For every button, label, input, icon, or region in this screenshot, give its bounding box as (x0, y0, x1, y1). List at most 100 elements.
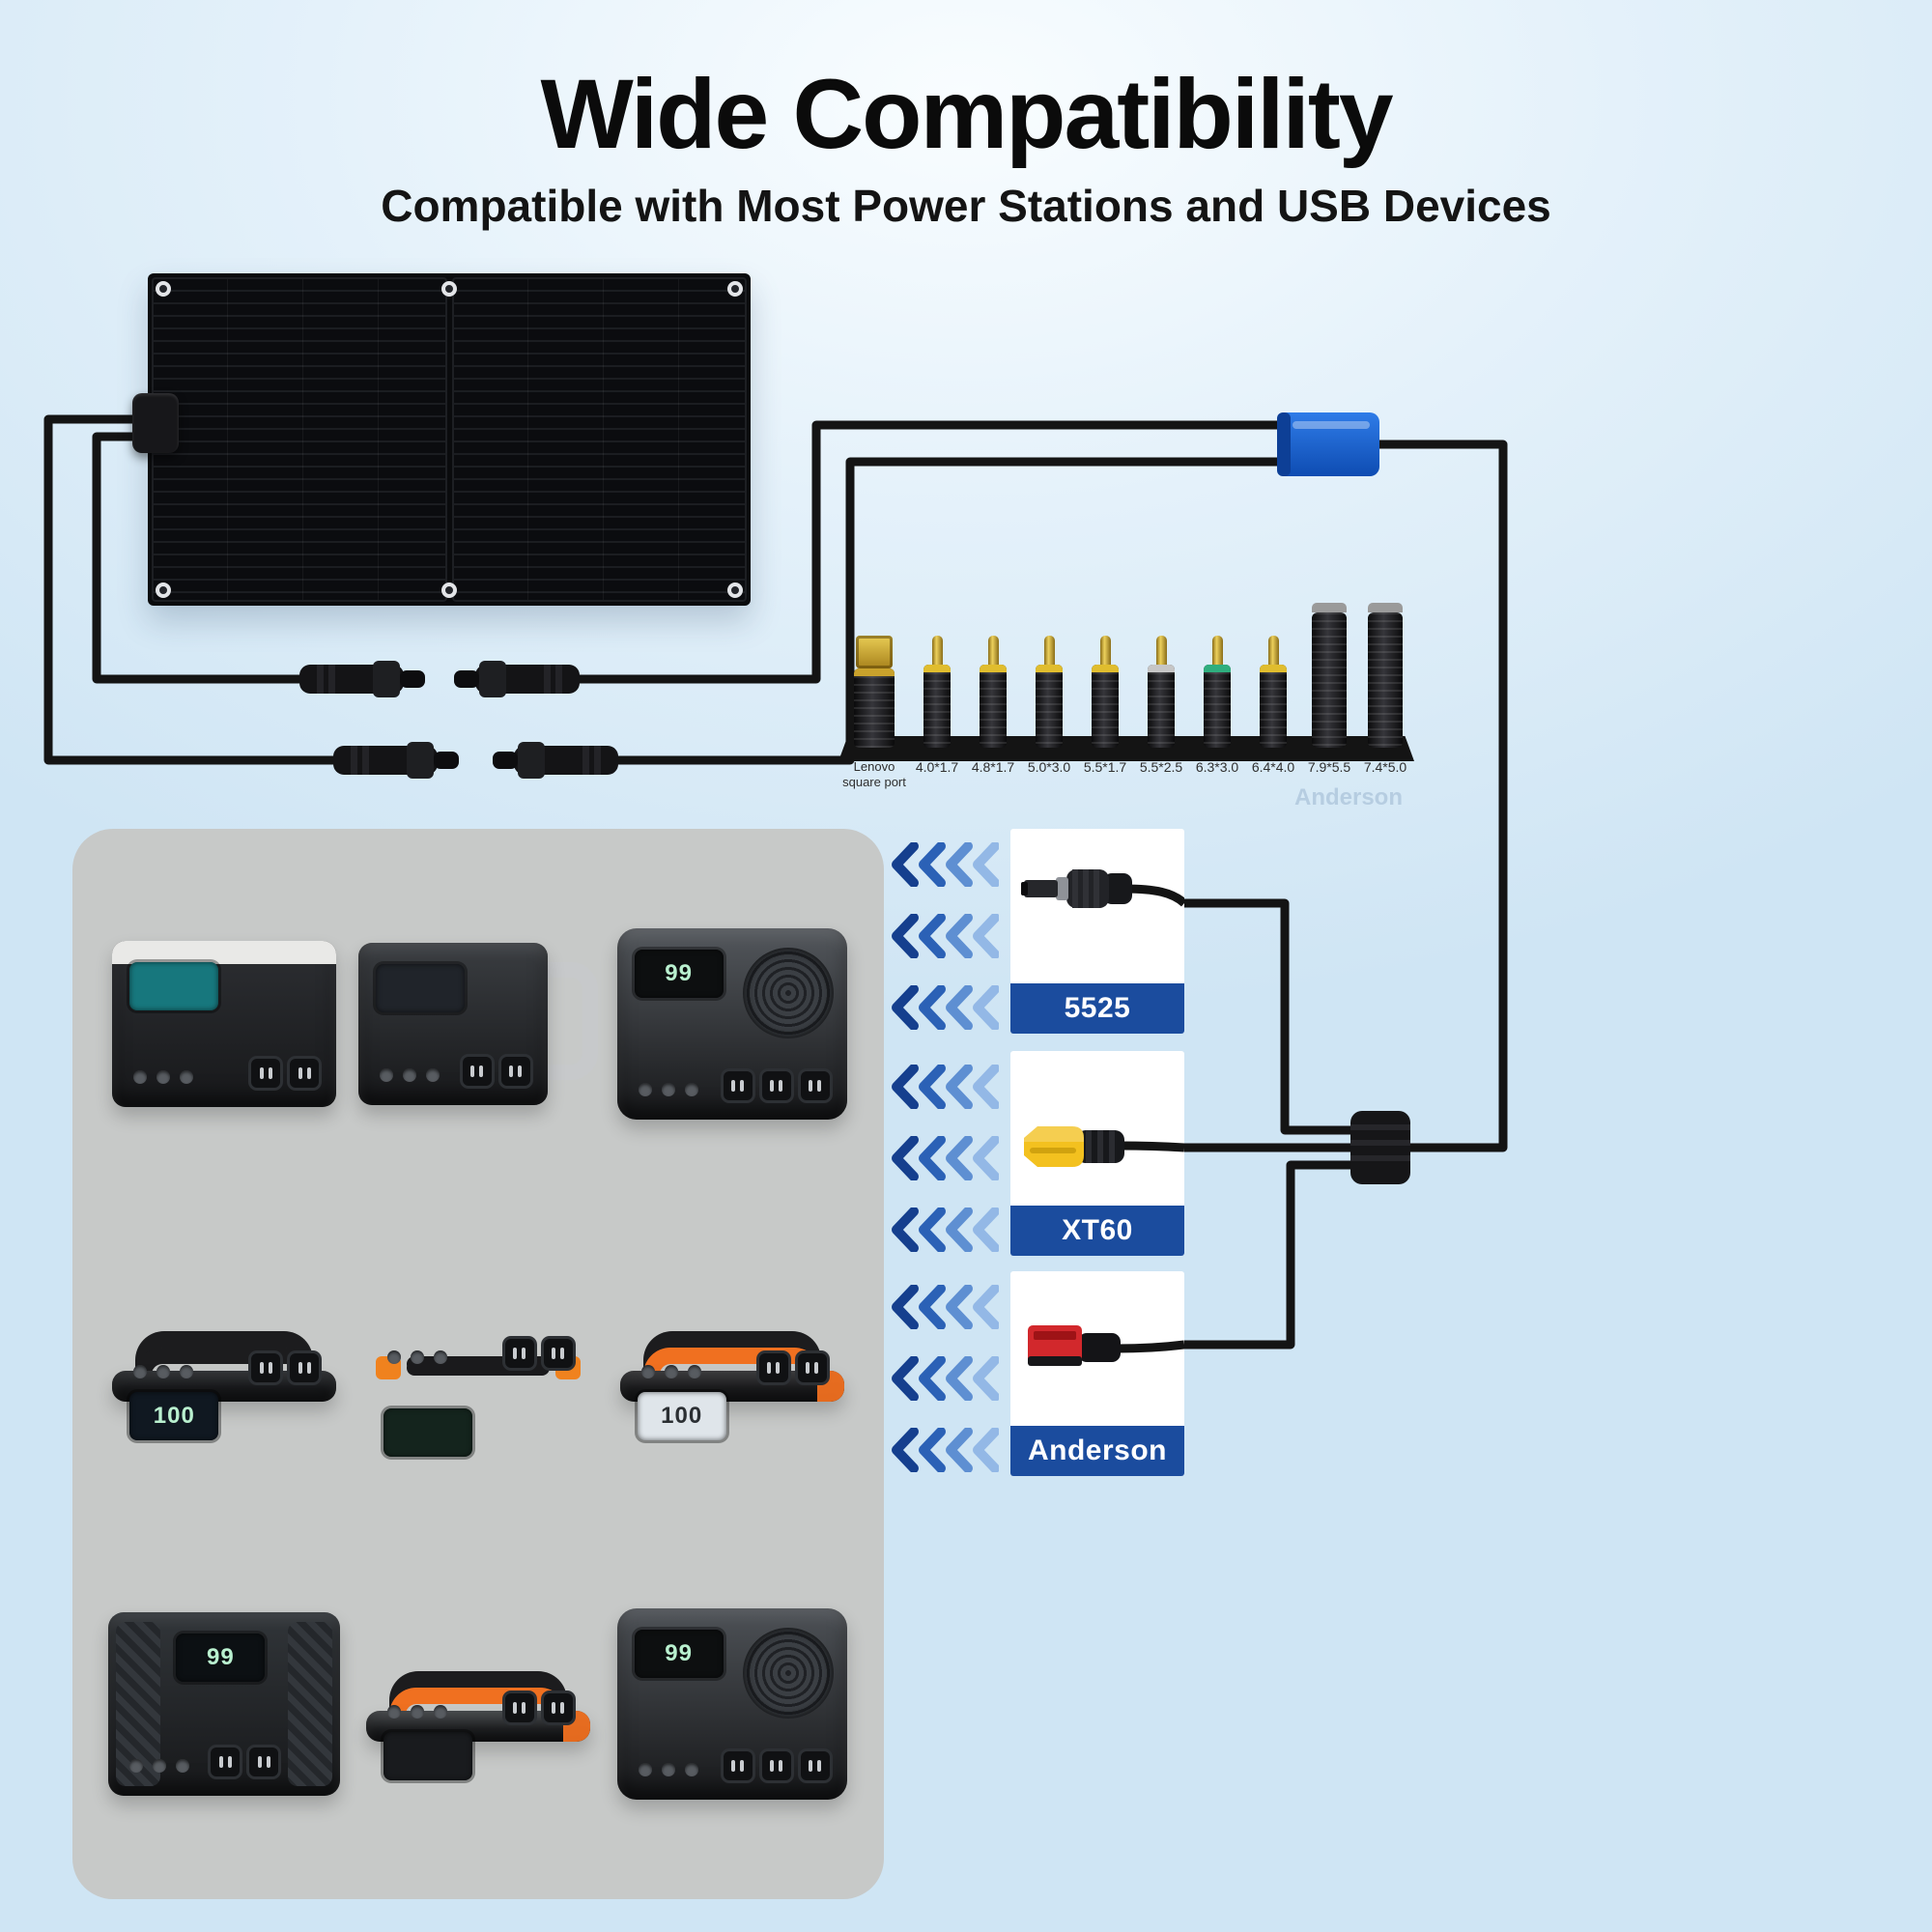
outlet-icon (723, 1071, 753, 1100)
button-icon (153, 1759, 167, 1773)
outlet-icon (800, 1071, 830, 1100)
outlet-slot (731, 1080, 736, 1092)
outlet-slot (298, 1067, 302, 1079)
adapter-tip: 4.0*1.7 (910, 580, 964, 796)
chevron-row (892, 1285, 999, 1329)
cable (43, 414, 341, 765)
button-icon (410, 1350, 424, 1364)
outlet-slot (767, 1361, 772, 1374)
station-outlets (251, 1352, 320, 1382)
chevron-icon (892, 842, 919, 887)
outlet-slot (806, 1361, 810, 1374)
outlet-slot (298, 1361, 302, 1374)
power-station-7: 99 (108, 1612, 341, 1796)
outlet-icon (251, 1352, 281, 1382)
chevron-row (892, 842, 999, 887)
mc4-connector-icon (454, 661, 580, 697)
station-outlets (758, 1352, 827, 1382)
chevron-icon (892, 1285, 919, 1329)
tip-barrel (1260, 665, 1287, 748)
chevron-icon (946, 1428, 973, 1472)
tip-contact (1043, 636, 1055, 665)
outlet-slot (740, 1080, 745, 1092)
grommet-icon (441, 582, 457, 598)
power-station-cell: 99 (98, 1534, 352, 1874)
station-body: 99 (616, 928, 847, 1120)
chevron-icon (973, 1285, 999, 1329)
button-icon (640, 1364, 655, 1378)
tip-contact (1211, 636, 1223, 665)
station-buttons (386, 1350, 447, 1364)
button-icon (402, 1068, 416, 1082)
outlet-slot (809, 1760, 813, 1772)
station-buttons (638, 1763, 698, 1776)
adapter-tip-label: 7.9*5.5 (1307, 759, 1351, 775)
chevron-icon (919, 1065, 946, 1109)
outlet-slot (257, 1756, 262, 1768)
tip-contact (1099, 636, 1111, 665)
chevron-icon (892, 1065, 919, 1109)
station-x-texture (288, 1622, 333, 1786)
adapter-tip-label: 5.0*3.0 (1027, 759, 1071, 775)
outlet-slot (770, 1760, 775, 1772)
chevron-row (892, 914, 999, 958)
power-station-6: 100 (619, 1330, 844, 1440)
cable (1116, 1340, 1184, 1353)
station-screen-text: 99 (206, 1644, 235, 1670)
adapter-tip-label: 7.4*5.0 (1363, 759, 1407, 775)
station-body: 99 (616, 1608, 847, 1800)
adapter-tip: 7.9*5.5 (1302, 580, 1356, 796)
cable (92, 432, 307, 684)
station-screen-text: 100 (153, 1402, 195, 1429)
tip-ring (923, 665, 951, 672)
station-screen-text: 99 (665, 960, 693, 986)
solar-panel-right-half (451, 277, 747, 602)
tip-barrel (980, 665, 1007, 748)
outlet-slot (513, 1348, 518, 1359)
outlet-icon (251, 1059, 281, 1088)
dc-tip-icon (980, 636, 1007, 748)
chevron-row (892, 985, 999, 1030)
xt60-plug-icon (1024, 1126, 1184, 1167)
button-icon (180, 1364, 194, 1378)
outlet-icon (723, 1751, 753, 1780)
outlet-icon (500, 1057, 530, 1086)
chevron-icon (973, 1428, 999, 1472)
outlet-icon (761, 1071, 791, 1100)
button-icon (661, 1083, 675, 1096)
outlet-slot (522, 1348, 526, 1359)
chevron-row (892, 1065, 999, 1109)
adapter-tip: 7.4*5.0 (1358, 580, 1412, 796)
adapter-tip: 5.5*1.7 (1078, 580, 1132, 796)
power-station-cell: 99 (605, 854, 859, 1194)
station-fan-vent-icon (742, 948, 834, 1038)
button-icon (379, 1068, 393, 1082)
cable (1118, 1141, 1184, 1152)
outlet-slot (814, 1361, 819, 1374)
button-icon (433, 1704, 447, 1719)
chevron-icon (892, 1136, 919, 1180)
dc-tip-icon (1148, 636, 1175, 748)
station-handle-icon (547, 962, 598, 1080)
chevron-icon (946, 1065, 973, 1109)
tip-barrel (1368, 612, 1403, 748)
power-station-cell (98, 854, 352, 1194)
chevron-icon (919, 1285, 946, 1329)
chevron-icon (892, 985, 919, 1030)
tip-ring (1092, 665, 1119, 672)
outlet-slot (306, 1067, 311, 1079)
button-icon (156, 1364, 171, 1378)
outlet-icon (543, 1339, 573, 1368)
outlet-slot (306, 1361, 311, 1374)
cable (1371, 440, 1508, 1152)
outlet-slot (770, 1080, 775, 1092)
adapter-tip: 6.3*3.0 (1190, 580, 1244, 796)
power-station-cell: 99 (605, 1534, 859, 1874)
station-outlets (504, 1692, 573, 1722)
power-station-3: 99 (616, 928, 847, 1120)
tip-barrel (1036, 665, 1063, 748)
tip-ring (980, 665, 1007, 672)
connector-card-anderson: Anderson (1010, 1271, 1184, 1476)
